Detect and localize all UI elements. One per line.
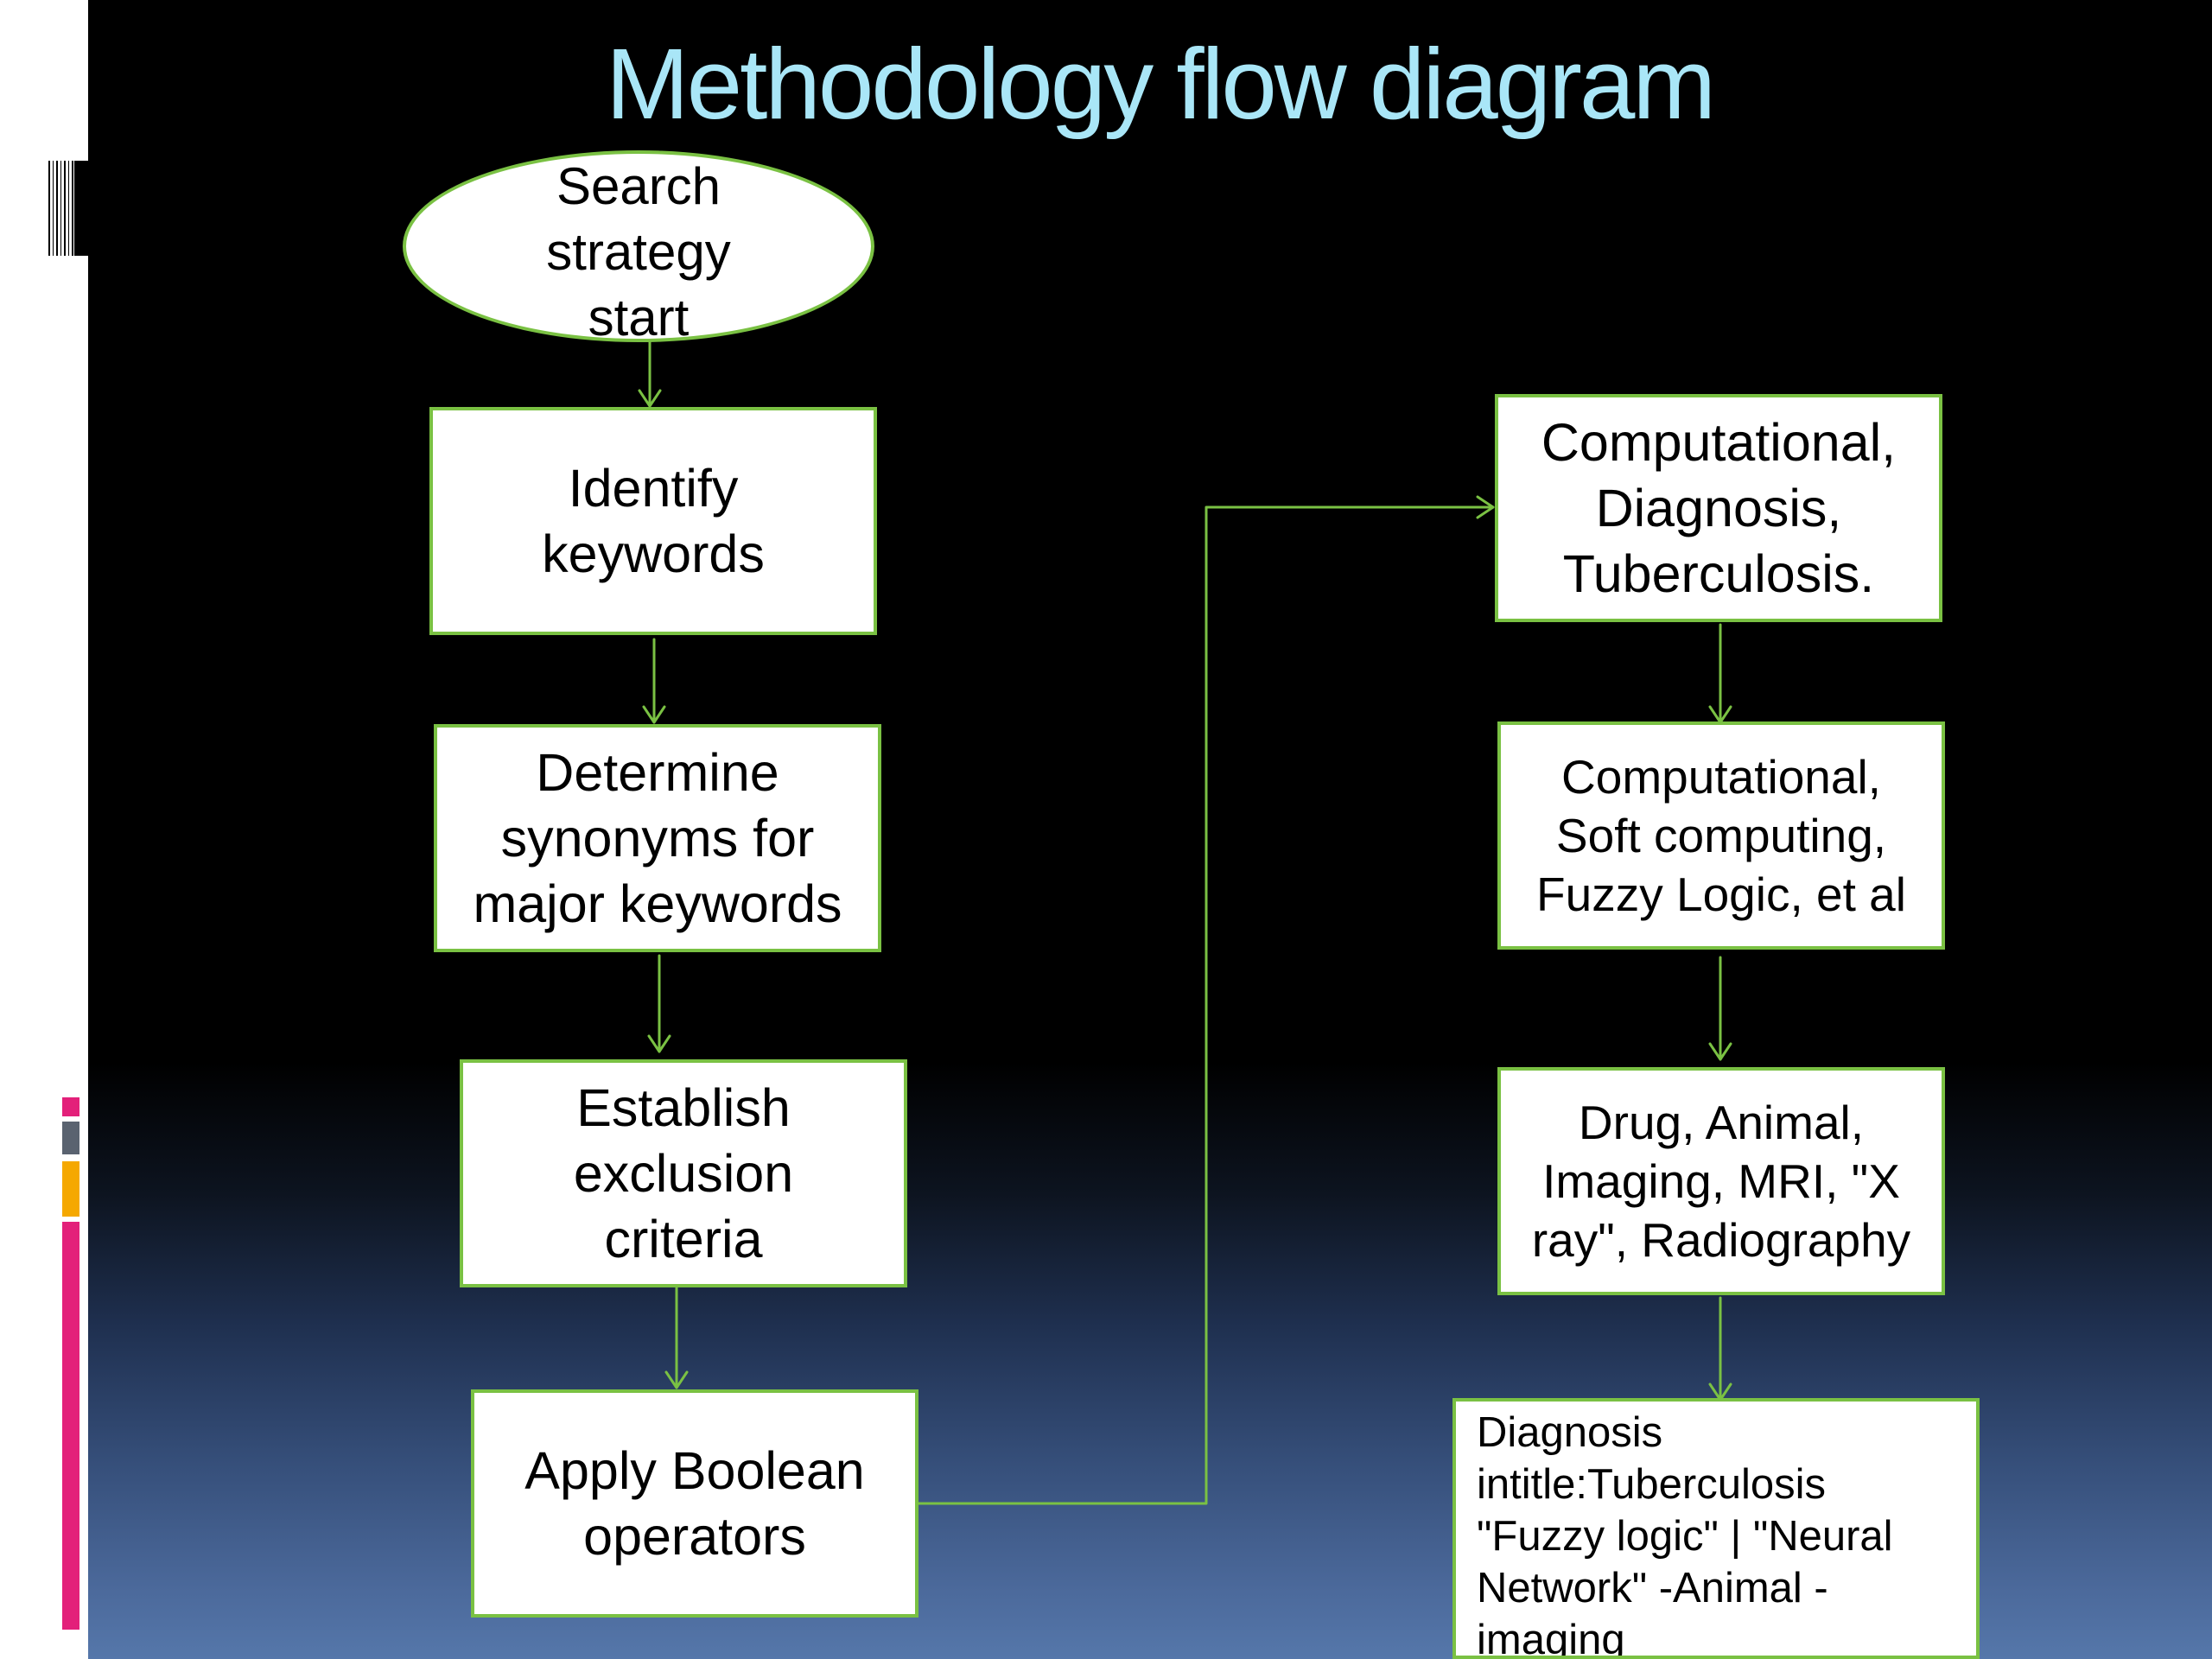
accent-bar-pink-small: [62, 1097, 79, 1116]
accent-bar-orange: [62, 1161, 79, 1217]
slide-title: Methodology flow diagram: [605, 28, 1716, 140]
drug-animal-imaging-node: Drug, Animal, Imaging, MRI, "X ray", Rad…: [1497, 1067, 1945, 1295]
arrow-exclusion-to-boolean: [664, 1286, 689, 1389]
barcode-solid-bar: [74, 161, 88, 256]
accent-bar-pink-long: [62, 1222, 79, 1630]
determine-synonyms-node: Determine synonyms for major keywords: [434, 724, 881, 952]
search-query-node: Diagnosis intitle:Tuberculosis "Fuzzy lo…: [1452, 1398, 1980, 1659]
soft-computing-node: Computational, Soft computing, Fuzzy Log…: [1497, 721, 1945, 950]
identify-keywords-node: Identify keywords: [429, 407, 877, 635]
arrow-boolean-to-comp1: [917, 495, 1495, 1505]
computational-diagnosis-node: Computational, Diagnosis, Tuberculosis.: [1495, 394, 1942, 622]
accent-bar-gray: [62, 1122, 79, 1154]
arrow-identify-to-synonyms: [642, 638, 666, 724]
boolean-operators-node: Apply Boolean operators: [471, 1389, 918, 1618]
start-node: Search strategy start: [403, 150, 874, 346]
left-decor-strip: [0, 0, 88, 1659]
arrow-comp2-to-drug: [1708, 956, 1732, 1061]
arrow-synonyms-to-exclusion: [647, 954, 671, 1053]
exclusion-criteria-node: Establish exclusion criteria: [460, 1059, 907, 1287]
arrow-comp1-to-comp2: [1708, 623, 1732, 724]
arrow-drug-to-query: [1708, 1296, 1732, 1402]
